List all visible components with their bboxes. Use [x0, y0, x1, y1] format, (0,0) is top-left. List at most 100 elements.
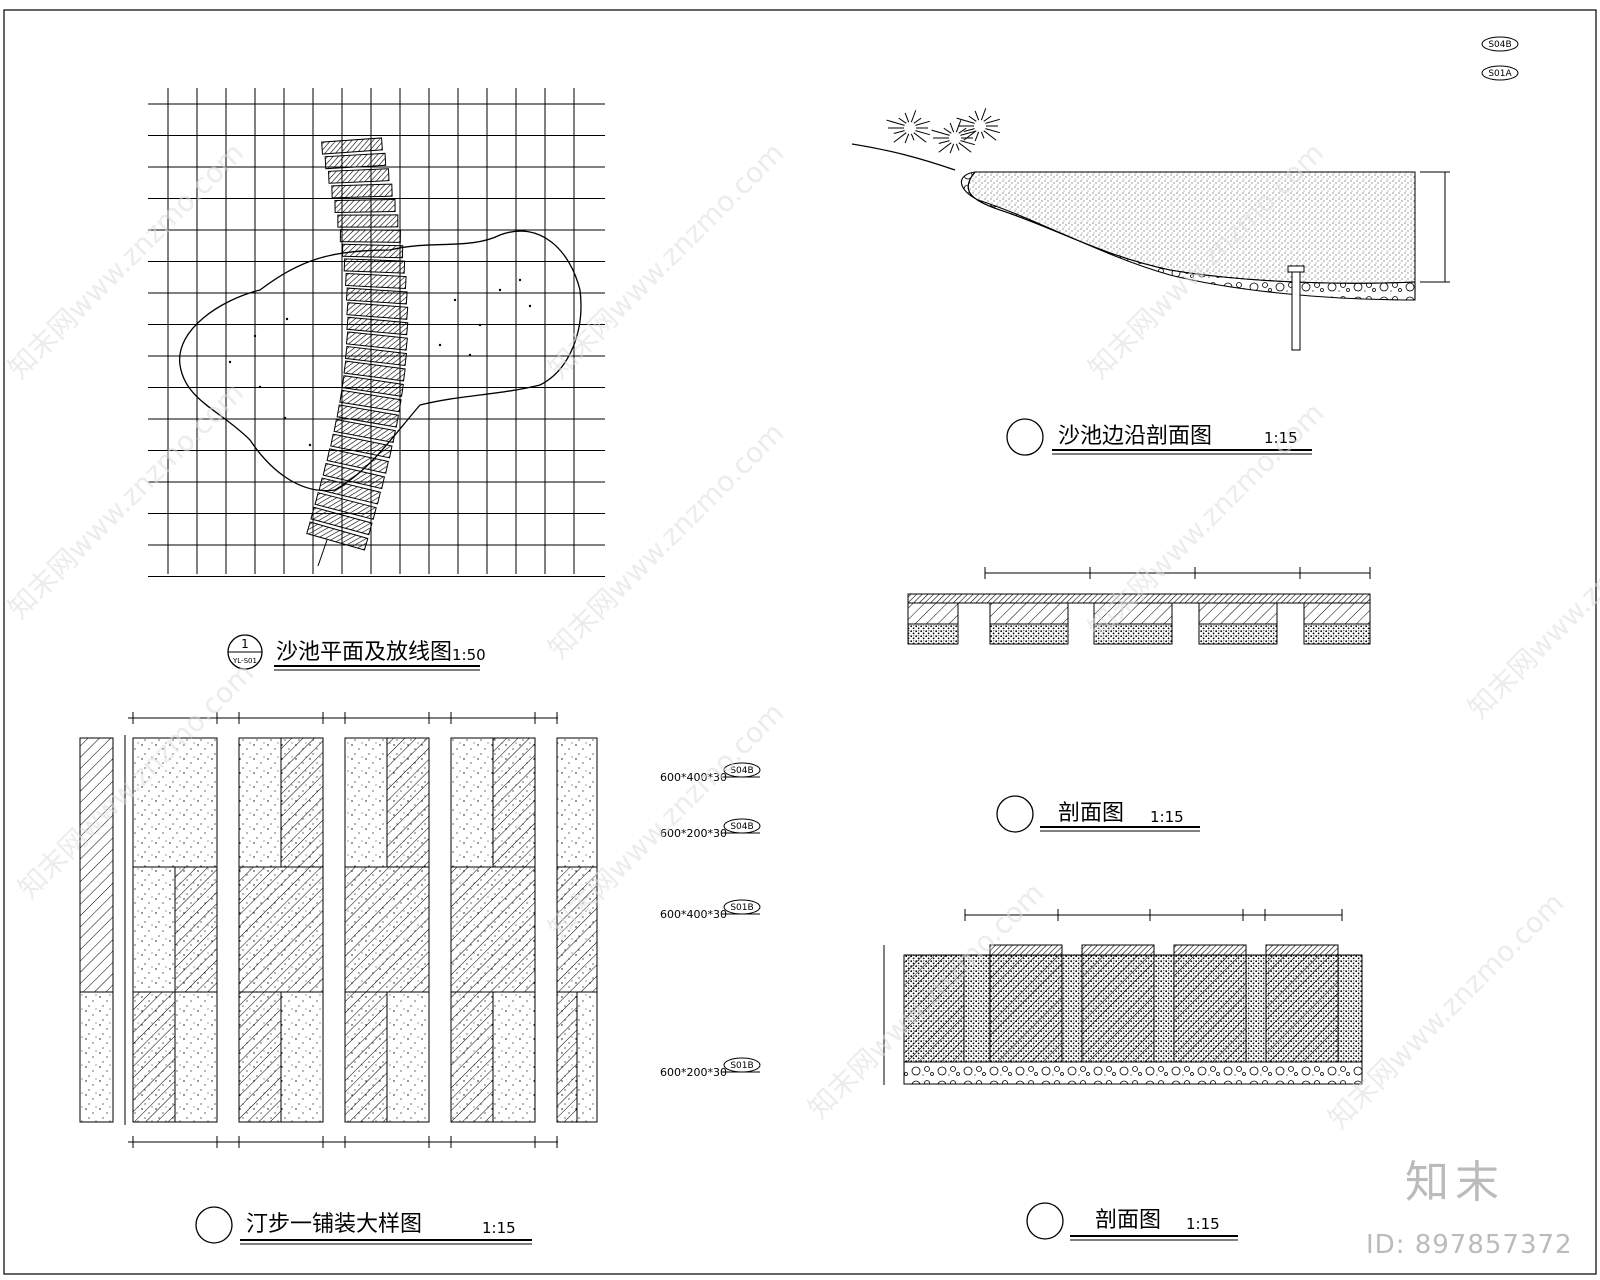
- section-b-title: 剖面图: [1095, 1208, 1161, 1233]
- stepping-stone: [343, 360, 406, 382]
- material-spec: 600*400*30: [660, 908, 727, 921]
- legend-tags: S04B S01A: [1481, 36, 1519, 81]
- gravel-base-layer: [907, 623, 959, 645]
- edge-section-title-block: 沙池边沿剖面图 1:15: [1006, 418, 1312, 456]
- drain-cap: [1287, 265, 1305, 273]
- sand-dot: [438, 343, 442, 347]
- stepping-stone: [345, 272, 407, 290]
- sand-dot: [285, 317, 289, 321]
- section-a-drawing: [907, 567, 1371, 645]
- site-watermark: 知末网www.znzmo.com: [542, 136, 791, 385]
- stepping-stone: [346, 316, 409, 336]
- material-code: S01B: [730, 1061, 753, 1071]
- stepping-stone: [344, 345, 408, 367]
- sand-pit-outline: [179, 230, 582, 492]
- pebble-base-layer: [903, 1061, 1363, 1085]
- shrub-leaf: [968, 115, 977, 122]
- section-a-scale: 1:15: [1150, 808, 1184, 826]
- shrub-leaf: [938, 140, 950, 144]
- sandstone-tile: [79, 991, 114, 1123]
- shrub-leaf: [898, 117, 907, 124]
- granite-tile: [450, 866, 536, 993]
- stepping-stone: [333, 418, 396, 444]
- granite-tile: [238, 991, 282, 1123]
- edge-section-title: 沙池边沿剖面图: [1058, 424, 1212, 449]
- brand-logo-text: 知末: [1405, 1157, 1505, 1208]
- sand-dot: [253, 334, 257, 338]
- shrub-leaf: [983, 130, 997, 141]
- detail-symbol: [1006, 418, 1044, 456]
- granite-tile: [556, 991, 578, 1123]
- granite-tile: [132, 991, 176, 1123]
- sandstone-tile: [132, 737, 218, 868]
- shrub-leaf: [893, 130, 905, 134]
- site-watermark: 知末网www.znzmo.com: [542, 416, 791, 665]
- stepping-stone: [310, 506, 373, 536]
- gravel-base-layer: [1198, 623, 1278, 645]
- plan-title-block: 1 YL-S01 沙池平面及放线图 1:50: [227, 634, 486, 671]
- shrub-leaf: [983, 115, 992, 122]
- stepping-stone: [321, 137, 383, 155]
- stepping-stone: [314, 492, 377, 520]
- stepping-stone: [318, 477, 381, 505]
- sand-dot: [478, 323, 482, 327]
- material-spec: 600*200*30: [660, 1066, 727, 1079]
- detail-symbol: [996, 795, 1034, 833]
- shrub-leaf: [980, 131, 985, 139]
- shrub-leaf: [985, 128, 1000, 134]
- section-b-title-block: 剖面图 1:15: [1026, 1202, 1238, 1241]
- granite-tile: [238, 866, 324, 993]
- paving-title-block: 汀步一铺装大样图 1:15: [195, 1206, 532, 1245]
- shrub-leaf: [893, 132, 907, 143]
- shrub-leaf: [949, 122, 955, 133]
- shrub-leaf: [915, 120, 930, 126]
- concrete-block: [1173, 954, 1247, 1063]
- shrub-leaf: [985, 118, 1000, 124]
- stepping-stone: [328, 168, 390, 184]
- shrub-leaf: [956, 117, 975, 124]
- granite-tile: [386, 737, 430, 868]
- stepping-stone: [337, 214, 399, 228]
- granite-tile: [280, 737, 324, 868]
- gravel-base-layer: [989, 623, 1069, 645]
- sand-dot: [498, 288, 502, 292]
- shrub-leaf: [913, 132, 927, 143]
- stepping-stone: [343, 258, 406, 274]
- concrete-block: [989, 954, 1063, 1063]
- brand-watermark: 知末 ID: 897857372: [1366, 1157, 1573, 1260]
- section-b-scale: 1:15: [1186, 1215, 1220, 1233]
- shrub-leaf: [960, 140, 975, 146]
- paver-top: [1081, 944, 1155, 956]
- concrete-edge-curb: [960, 171, 1416, 301]
- shrub-leaf: [980, 108, 987, 121]
- shrub-leaf: [958, 142, 972, 153]
- gravel-base-layer: [1093, 623, 1173, 645]
- stepping-stone: [339, 389, 402, 413]
- stepping-stone: [330, 433, 393, 459]
- detail-symbol: [195, 1206, 233, 1244]
- sand-dot: [228, 360, 232, 364]
- sandstone-tile: [556, 737, 598, 868]
- sand-dot: [258, 385, 262, 389]
- stepping-stone: [345, 331, 408, 351]
- granite-tile: [450, 991, 494, 1123]
- shrub-leaf: [958, 127, 967, 134]
- sand-dot: [518, 278, 522, 282]
- stepping-stone: [334, 199, 396, 213]
- sand-texture-dots: [228, 278, 532, 447]
- legend-tag: S04B: [1488, 40, 1511, 50]
- shrub-leaf: [886, 119, 905, 126]
- granite-tile: [492, 737, 536, 868]
- shrub-leaf: [913, 117, 922, 124]
- concrete-layer: [907, 602, 959, 625]
- drawing-id: ID: 897857372: [1366, 1230, 1573, 1260]
- shrub-leaf: [963, 128, 975, 132]
- site-watermark: 知末网www.znzmo.com: [1462, 476, 1600, 725]
- shrub-leaf: [943, 127, 952, 134]
- stepping-stone: [339, 229, 401, 243]
- legend-tag: S01A: [1488, 69, 1512, 79]
- stepping-stone: [346, 302, 409, 320]
- sand-dot: [468, 353, 472, 357]
